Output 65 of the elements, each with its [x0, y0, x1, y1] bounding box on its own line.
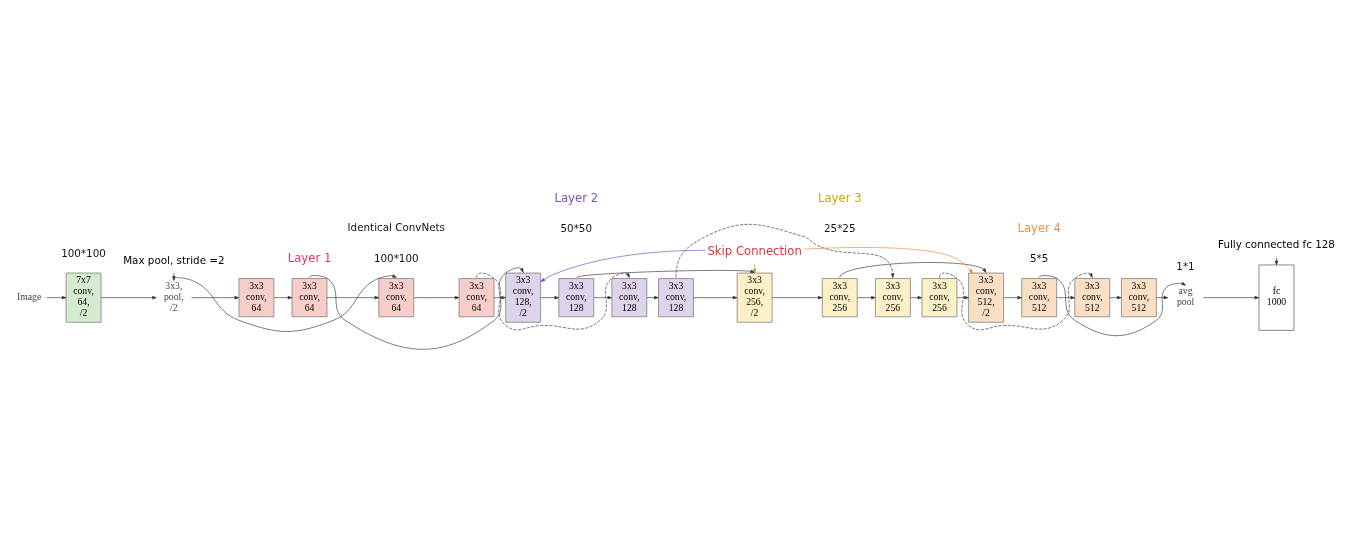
arrow	[1056, 295, 1075, 300]
arrow	[857, 295, 876, 300]
arrow	[675, 224, 895, 278]
arrow	[273, 295, 293, 300]
label: 100*100	[373, 251, 419, 264]
node-box: 3x3 conv, 64	[291, 278, 328, 318]
arrow	[326, 295, 380, 300]
label: Layer 2	[554, 191, 599, 206]
label: 50*50	[560, 222, 593, 235]
node-box: fc 1000	[1258, 264, 1295, 331]
label: 25*25	[824, 222, 856, 235]
arrow	[540, 295, 559, 300]
node-box: 3x3 conv, 64	[378, 278, 415, 318]
node-box: 3x3 conv, 512	[1074, 278, 1111, 318]
node-box: 3x3 conv, 256	[921, 278, 958, 318]
arrow	[752, 264, 757, 274]
arrow	[1156, 295, 1169, 300]
arrow	[910, 295, 923, 300]
arrow	[956, 295, 969, 300]
arrow	[540, 249, 706, 282]
arrow	[1202, 295, 1260, 300]
arrow	[493, 295, 506, 300]
arrow	[804, 247, 973, 274]
node-text: 3x3, pool, /2	[164, 279, 184, 313]
label: Layer 1	[287, 251, 332, 266]
node-text: Skip Connection	[707, 244, 802, 259]
node-box: 3x3 conv, 64	[458, 278, 495, 318]
node-box: 3x3 conv, 512, /2	[968, 272, 1004, 323]
node-text: avg pool	[1176, 285, 1195, 308]
node-box: 3x3 conv, 128	[658, 278, 694, 318]
node-text: Max pool, stride =2	[123, 253, 225, 266]
arrow	[646, 295, 659, 300]
arrow	[593, 295, 613, 300]
node-box: 3x3 conv, 256	[821, 278, 858, 318]
arrow	[173, 274, 397, 332]
arrow	[100, 295, 157, 300]
arrow	[575, 269, 755, 278]
node-box: 3x3 conv, 128	[611, 278, 648, 318]
node-box: 3x3 conv, 64	[238, 278, 275, 318]
arrow	[839, 262, 987, 278]
node-box: 3x3 conv, 128, /2	[505, 272, 541, 323]
arrow	[46, 295, 67, 300]
label: Identical ConvNets	[347, 221, 445, 234]
label: Layer 3	[818, 191, 862, 206]
arrow	[309, 267, 524, 350]
label: Layer 4	[1017, 220, 1061, 235]
arrow	[693, 295, 738, 300]
node-box: 3x3 conv, 512	[1121, 278, 1157, 318]
label: 100*100	[61, 246, 106, 259]
arrow	[1003, 295, 1022, 300]
node-box: 3x3 conv, 256, /2	[736, 272, 773, 323]
node-box: 3x3 conv, 128	[558, 278, 595, 318]
node-box: 7x7 conv, 64, /2	[65, 272, 102, 323]
label: 1*1	[1176, 259, 1195, 272]
node-text: Image	[17, 290, 42, 302]
label: 5*5	[1030, 251, 1049, 264]
arrow	[1109, 295, 1122, 300]
arrow	[413, 295, 460, 300]
node-box: 3x3 conv, 512	[1021, 278, 1057, 318]
arrow	[771, 295, 823, 300]
node-box: 3x3 conv, 256	[875, 278, 911, 318]
arrow	[172, 272, 176, 281]
arrow	[191, 295, 239, 300]
node-text: Fully connected fc 128	[1218, 238, 1335, 251]
arrow	[1274, 257, 1279, 266]
